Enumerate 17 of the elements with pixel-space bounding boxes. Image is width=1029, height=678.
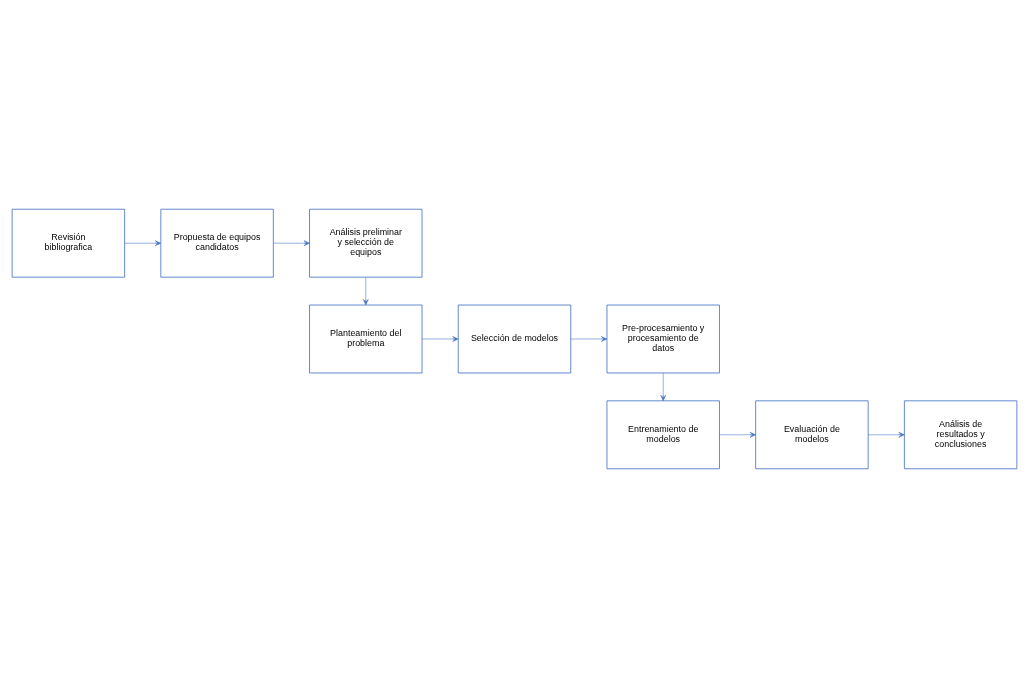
node-box: Planteamiento del problema — [309, 304, 423, 374]
node-box: Análisis de resultados y conclusiones — [903, 400, 1018, 470]
arrow — [363, 277, 369, 306]
node-box: Revisión bibliografica — [11, 208, 126, 278]
node-box: Propuesta de equipos candidatos — [160, 208, 274, 278]
arrow — [124, 240, 162, 246]
node-box: Pre-procesamiento y procesamiento de datos — [606, 304, 720, 374]
node-box: Evaluación de modelos — [755, 400, 869, 470]
arrow — [570, 336, 608, 342]
node-box: Selección de modelos — [457, 304, 572, 374]
arrow — [660, 372, 666, 401]
arrow — [868, 432, 905, 438]
arrow — [273, 240, 310, 246]
arrow — [421, 336, 459, 342]
node-box: Entrenamiento de modelos — [606, 400, 720, 470]
node-box: Análisis preliminar y selección de equipos — [309, 208, 423, 278]
arrow — [719, 432, 756, 438]
